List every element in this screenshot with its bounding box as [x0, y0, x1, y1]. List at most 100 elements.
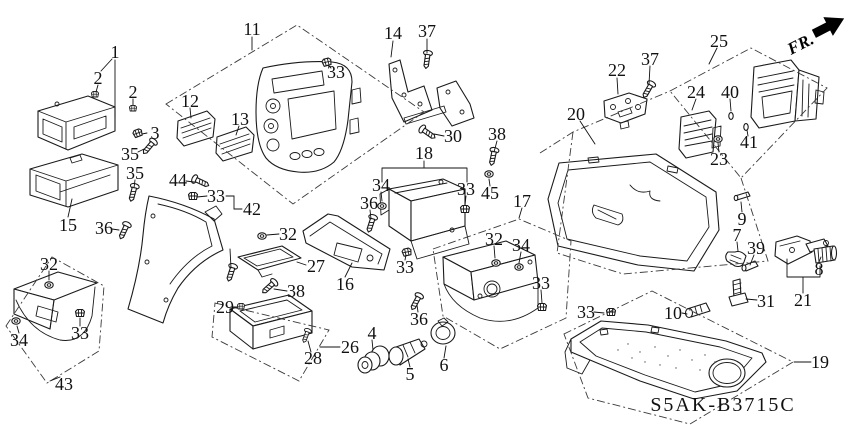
nut-45 [484, 170, 494, 178]
boundary-pocket-43 [5, 256, 105, 384]
callout-37: 37 [418, 21, 436, 41]
callout-33: 33 [532, 273, 550, 293]
callout-5: 5 [406, 364, 415, 384]
callout-1: 1 [111, 42, 120, 62]
callout-6: 6 [440, 355, 449, 375]
callout-34: 34 [372, 175, 390, 195]
part-12-vent [176, 110, 216, 147]
callout-32: 32 [485, 229, 503, 249]
screw-35 [125, 182, 141, 203]
callout-30: 30 [444, 126, 462, 146]
callout-9: 9 [738, 209, 747, 229]
callout-25: 25 [710, 31, 728, 51]
boundary-vent-25 [669, 47, 828, 179]
callout-26: 26 [341, 337, 359, 357]
callout-4: 4 [368, 323, 377, 343]
callout-36: 36 [95, 218, 113, 238]
screw-36 [115, 219, 133, 242]
nut-32 [257, 232, 267, 240]
grommet-41 [743, 123, 749, 131]
callout-22: 22 [608, 60, 626, 80]
callout-32: 32 [40, 254, 58, 274]
group-boundaries [5, 24, 828, 425]
callout-24: 24 [687, 82, 705, 102]
part-19-lower-trim [564, 320, 767, 400]
callout-33: 33 [207, 186, 225, 206]
part-22-plate [603, 92, 648, 130]
callout-41: 41 [740, 132, 758, 152]
screw-38 [259, 276, 280, 297]
part-21-latch [774, 235, 829, 265]
nut-34 [514, 263, 524, 271]
callout-33: 33 [457, 179, 475, 199]
callout-12: 12 [181, 91, 199, 111]
nut-34 [377, 202, 387, 210]
part-25-vent-assembly [750, 59, 825, 129]
callout-36: 36 [360, 193, 378, 213]
callout-21: 21 [794, 290, 812, 310]
diagram-code: S5AK-B3715C [650, 394, 795, 416]
part-14-bracket [388, 59, 475, 127]
part-24-vent [678, 110, 722, 159]
boundary-glovebox [539, 90, 769, 275]
callout-19: 19 [811, 352, 829, 372]
callout-35: 35 [126, 163, 144, 183]
boundary-pocket-17 [432, 218, 572, 350]
part-26-ashtray [229, 294, 313, 350]
callout-14: 14 [384, 23, 402, 43]
nut-34 [11, 317, 21, 325]
grommet-40 [728, 112, 734, 120]
part-6-socket-ring [430, 317, 456, 345]
part-18-center-pocket [379, 178, 470, 260]
part-drawings [11, 49, 838, 400]
callout-16: 16 [336, 274, 354, 294]
part-16-garnish [302, 213, 391, 271]
bolt-30 [417, 123, 439, 143]
callout-29: 29 [216, 297, 234, 317]
clip-33 [459, 204, 471, 214]
part-5-socket [388, 338, 428, 366]
callout-2: 2 [94, 68, 103, 88]
callout-38: 38 [488, 124, 506, 144]
clip-33 [74, 308, 86, 318]
callout-31: 31 [757, 291, 775, 311]
callout-7: 7 [733, 225, 742, 245]
callout-34: 34 [10, 330, 28, 350]
screw-38 [486, 146, 500, 167]
callout-35: 35 [121, 144, 139, 164]
callout-44: 44 [169, 170, 187, 190]
nut-32 [491, 259, 501, 267]
callout-2: 2 [129, 82, 138, 102]
boundary-ashtray-26 [211, 302, 330, 382]
callout-20: 20 [567, 104, 585, 124]
callout-11: 11 [243, 19, 260, 39]
callout-33: 33 [71, 323, 89, 343]
clip-29 [236, 302, 246, 310]
clip-33 [187, 191, 199, 201]
part-31-bolt [728, 278, 749, 307]
part-10-screw [684, 302, 711, 319]
callout-28: 28 [304, 348, 322, 368]
callout-36: 36 [410, 309, 428, 329]
boundary-panel-11 [165, 24, 425, 205]
fr-arrow-icon [811, 17, 845, 38]
callout-33: 33 [577, 302, 595, 322]
callout-23: 23 [710, 149, 728, 169]
fr-label: FR. [783, 29, 817, 59]
part-13-vent [215, 126, 255, 162]
clip-2 [90, 90, 100, 98]
nut-23 [713, 135, 723, 143]
part-7-clip [725, 250, 747, 268]
clip-33 [536, 302, 548, 312]
callout-38: 38 [287, 281, 305, 301]
callout-40: 40 [721, 82, 739, 102]
part-15-pocket-box [29, 153, 119, 208]
nut-32 [44, 281, 54, 289]
part-1-pocket-box [37, 95, 116, 151]
trim-stipple [617, 343, 716, 371]
part-4-lighter-plug [357, 345, 390, 374]
fr-direction-indicator: FR. [783, 17, 845, 59]
callout-13: 13 [231, 109, 249, 129]
